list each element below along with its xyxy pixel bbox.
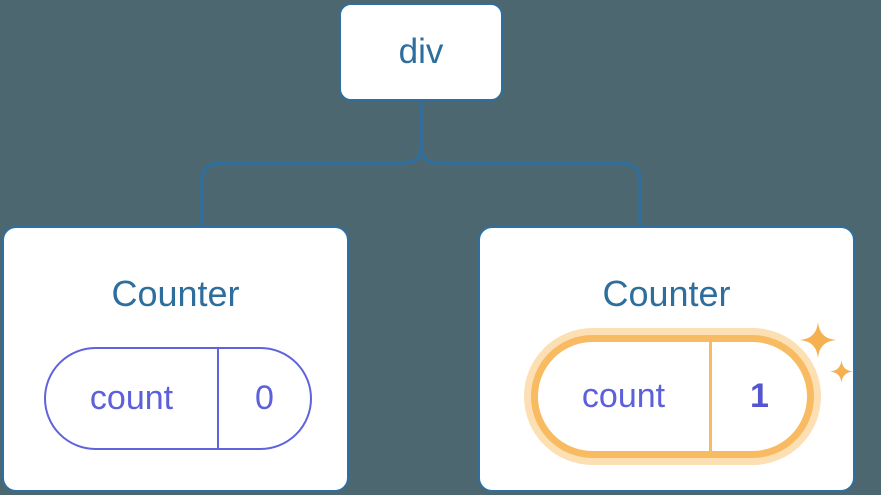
sparkles-icon	[800, 322, 853, 383]
counter-card-left: Counter count 0	[2, 226, 349, 492]
state-value: 0	[217, 349, 310, 448]
counter-title: Counter	[602, 273, 731, 314]
root-node-label: div	[398, 32, 444, 71]
state-pill-count-0: count 0	[44, 347, 312, 450]
state-value: 1	[709, 342, 807, 451]
counter-title: Counter	[111, 273, 240, 314]
connector-root-to-right-counter	[419, 101, 642, 226]
state-key-label: count	[581, 377, 666, 415]
state-pill-count-1-highlighted: count 1	[531, 335, 814, 458]
root-node-div: div	[339, 3, 503, 101]
state-key-label: count	[89, 379, 174, 417]
counter-card-right: Counter count 1	[478, 226, 855, 492]
connector-root-to-left-counter	[200, 101, 423, 226]
